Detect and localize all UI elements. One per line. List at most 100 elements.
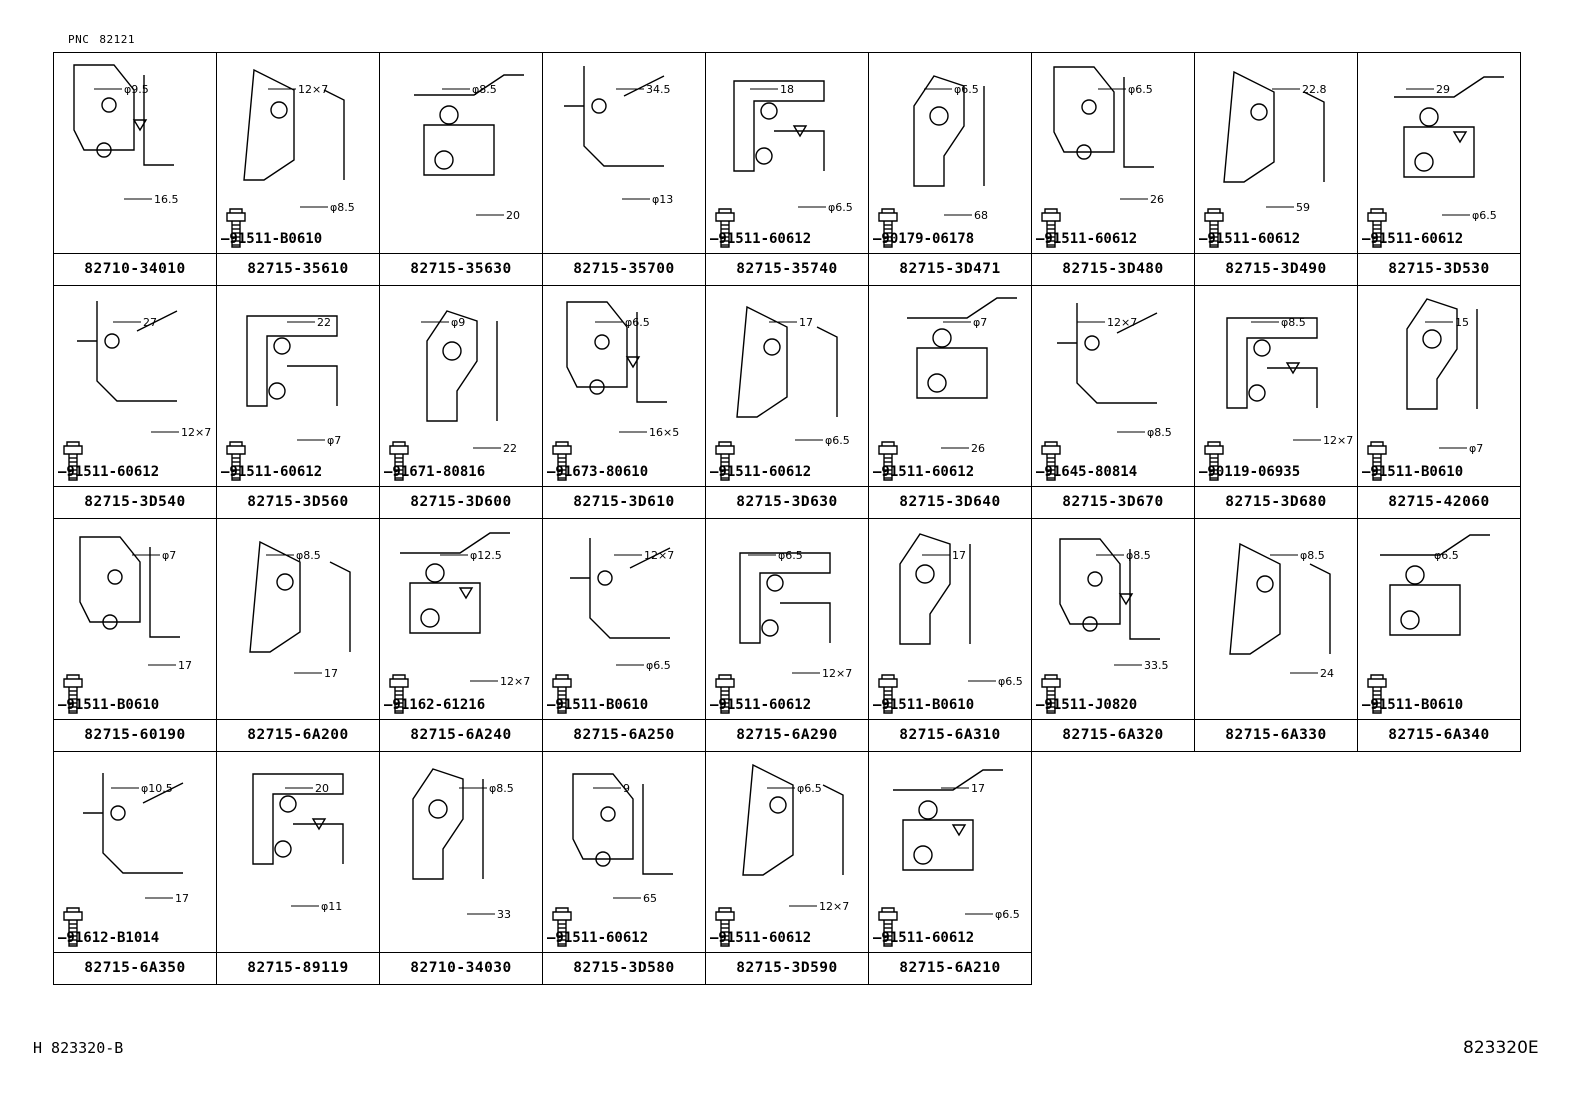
bolt-icon (878, 441, 898, 481)
dimension-label: 34.5 (646, 83, 671, 96)
part-number: 82715-6A290 (706, 719, 868, 750)
bolt-callout: —90119-06935 (1199, 440, 1300, 482)
part-number: 82715-3D630 (706, 486, 868, 517)
bolt-part-number: —91511-60612 (710, 930, 812, 946)
dimension-label: φ9 (451, 316, 465, 329)
dimension-label: φ8.5 (1147, 426, 1172, 439)
dimension-label: φ7 (973, 316, 987, 329)
bracket-drawing: 12×7φ6.5 (570, 538, 674, 672)
bracket-drawing: φ7 17 (79, 536, 192, 672)
bolt-icon (389, 674, 409, 714)
dimension-label: 12×7 (181, 426, 211, 439)
dimension-label: 12×7 (1107, 316, 1137, 329)
bracket-drawing: φ8.524 (1229, 542, 1334, 680)
dimension-label: φ7 (1469, 442, 1483, 455)
bracket-drawing: φ6.526 (1053, 66, 1164, 206)
dimension-label: 17 (324, 667, 338, 680)
part-cell[interactable]: 12×7 φ8.5 —91645-80814 82715-3D670 (1031, 285, 1195, 519)
bracket-drawing: φ8.517 (249, 540, 351, 680)
part-number: 82715-60190 (54, 719, 216, 750)
bolt-icon (715, 907, 735, 947)
bolt-icon (715, 208, 735, 248)
bolt-icon (1204, 441, 1224, 481)
bolt-part-number: —91511-60612 (710, 697, 812, 713)
bolt-part-number: —91511-60612 (873, 930, 975, 946)
part-number: 82710-34010 (54, 253, 216, 284)
bracket-drawing: 22.859 (1223, 70, 1327, 214)
bolt-part-number: —91511-60612 (1199, 231, 1301, 247)
part-number: 82715-3D590 (706, 952, 868, 983)
dimension-label: 12×7 (822, 667, 852, 680)
bolt-part-number: —91511-60612 (1036, 231, 1138, 247)
bolt-part-number: —91511-J0820 (1036, 697, 1138, 713)
bracket-drawing: 965 (572, 773, 673, 905)
dimension-label: 26 (1150, 193, 1164, 206)
bracket-drawing: φ6.568 (913, 75, 988, 222)
bolt-icon (1041, 208, 1061, 248)
bracket-drawing: φ8.533 (412, 768, 514, 921)
dimension-label: φ7 (327, 434, 341, 447)
bolt-callout: —91511-60612 (873, 906, 974, 948)
bolt-callout: —91645-80814 (1036, 440, 1137, 482)
bolt-part-number: —91511-60612 (547, 930, 649, 946)
part-number: 82715-3D670 (1032, 486, 1194, 517)
part-number: 82715-6A340 (1358, 719, 1520, 750)
pnc-value: 82121 (99, 33, 135, 46)
part-number: 82715-6A320 (1032, 719, 1194, 750)
bolt-part-number: —91671-80816 (384, 464, 486, 480)
bolt-icon (389, 441, 409, 481)
bolt-callout: —91511-60612 (221, 440, 322, 482)
bolt-icon (1041, 441, 1061, 481)
bolt-icon (715, 441, 735, 481)
dimension-label: φ6.5 (828, 201, 853, 214)
part-number: 82715-42060 (1358, 486, 1520, 517)
dimension-label: φ11 (321, 900, 342, 913)
dimension-label: 12×7 (298, 83, 328, 96)
dimension-label: 17 (178, 659, 192, 672)
part-number: 82715-3D490 (1195, 253, 1357, 284)
bolt-icon (552, 907, 572, 947)
dimension-label: 68 (974, 209, 988, 222)
bolt-part-number: —91511-60612 (221, 464, 323, 480)
dimension-label: φ7 (162, 549, 176, 562)
dimension-label: 16.5 (154, 193, 179, 206)
bolt-part-number: —91511-60612 (710, 464, 812, 480)
